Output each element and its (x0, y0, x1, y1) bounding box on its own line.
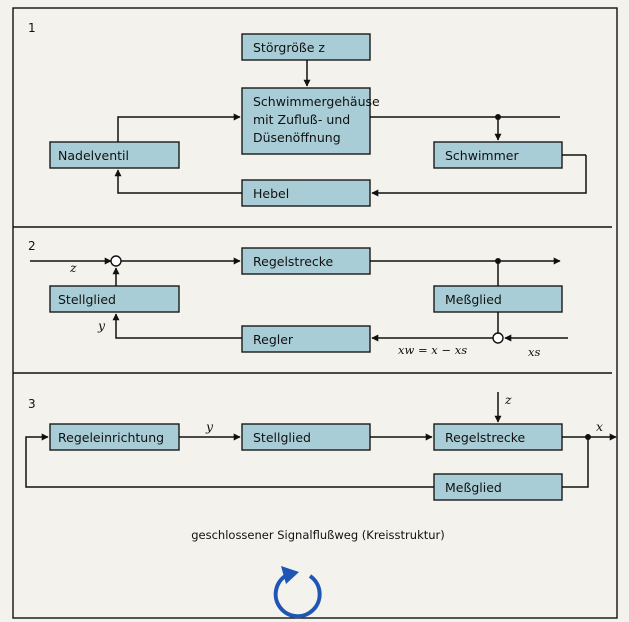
sensor-label-3: Meßglied (445, 480, 502, 495)
wire-to-sensor-3 (562, 437, 589, 488)
loop-arrowhead (281, 566, 299, 584)
circular-arrow-icon (273, 566, 322, 619)
float-housing-label-line3: Düsenöffnung (253, 130, 341, 145)
lever-block (241, 179, 371, 207)
float-label: Schwimmer (445, 148, 519, 163)
summing-point-1 (110, 255, 122, 267)
section-1-number: 1 (28, 21, 36, 35)
control-unit-label: Regeleinrichtung (58, 430, 164, 445)
arrow-feedback-3 (25, 433, 434, 488)
arrow-float-to-lever (371, 155, 587, 197)
section-1: 1 Störgröße z Schwimmergehäuse mit Zuflu… (28, 21, 587, 207)
float-housing-label-line1: Schwimmergehäuse (253, 94, 380, 109)
sensor-label: Meßglied (445, 292, 502, 307)
actuator-label: Stellglied (58, 292, 116, 307)
float-housing-block (241, 87, 371, 155)
section-3-number: 3 (28, 397, 36, 411)
section-3: 3 Regeleinrichtung Stellglied Regelstrec… (25, 392, 617, 501)
signal-z-label-3: z (504, 392, 512, 407)
needle-valve-block (49, 141, 180, 169)
plant-label: Regelstrecke (253, 254, 334, 269)
sensor-block-3 (433, 473, 563, 501)
signal-x-label-3: x (596, 419, 603, 434)
arrow-lever-to-valve (114, 169, 242, 194)
arrow-controller-to-actuator (112, 313, 242, 339)
float-block (433, 141, 563, 169)
section-2: 2 Regelstrecke Stellglied Meßglied Regle… (28, 239, 568, 359)
control-unit-block (49, 423, 180, 451)
disturbance-label: Störgröße z (253, 40, 325, 55)
lever-label: Hebel (253, 186, 289, 201)
plant-label-3: Regelstrecke (445, 430, 526, 445)
summing-point-2 (492, 332, 504, 344)
plant-block-3 (433, 423, 563, 451)
float-housing-label-line2: mit Zufluß- und (253, 112, 350, 127)
signal-xs-label: xs (528, 345, 540, 359)
controller-block (241, 325, 371, 353)
sensor-block (433, 285, 563, 313)
actuator-block (49, 285, 180, 313)
arrow-valve-to-housing (117, 113, 241, 142)
caption-text: geschlossener Signalflußweg (Kreisstrukt… (191, 528, 445, 542)
controller-label: Regler (253, 332, 294, 347)
junction-dot (495, 114, 501, 120)
section-2-number: 2 (28, 239, 36, 253)
figure-frame (12, 7, 618, 619)
signal-z-label: z (69, 260, 77, 275)
disturbance-block (241, 33, 371, 61)
loop-arc (273, 572, 322, 619)
signal-xw-label: xw = x − xs (398, 343, 467, 357)
needle-valve-label: Nadelventil (58, 148, 129, 163)
signal-y-label-3: y (205, 419, 214, 434)
actuator-label-3: Stellglied (253, 430, 311, 445)
signal-y-label: y (97, 318, 106, 333)
